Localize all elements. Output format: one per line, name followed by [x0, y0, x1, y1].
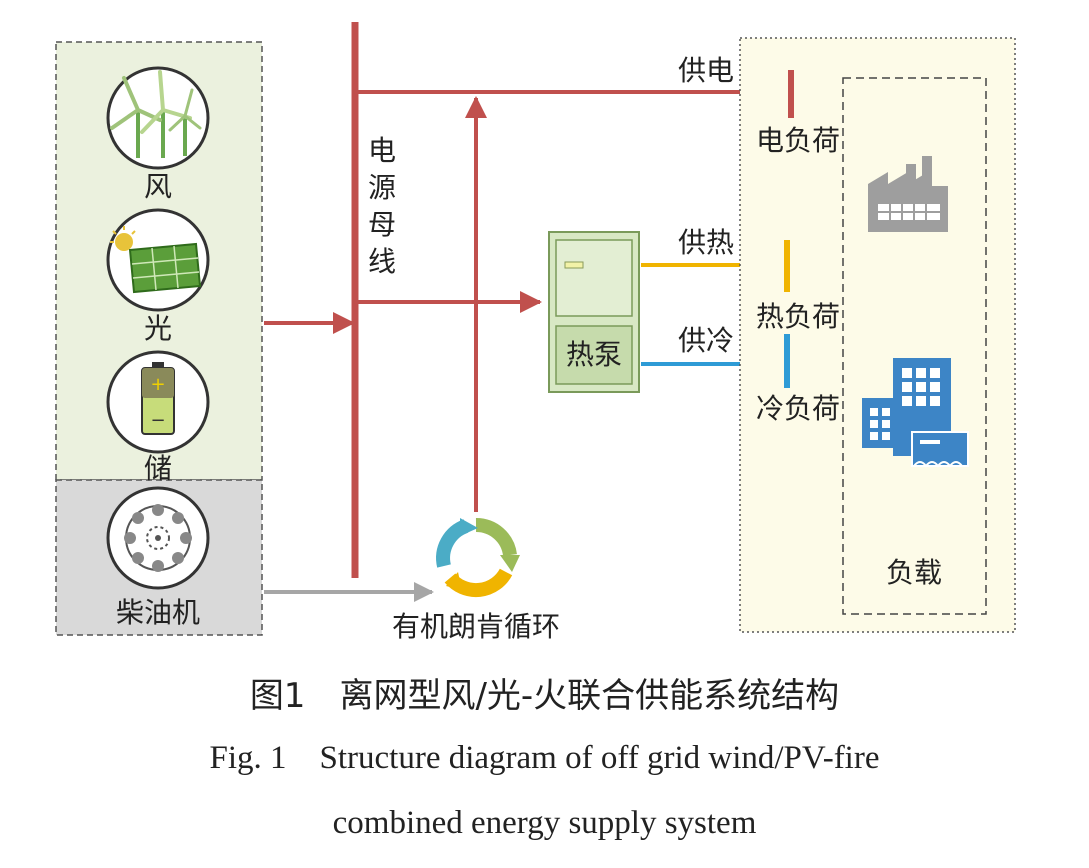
diesel-engine-icon — [106, 486, 210, 590]
wind-turbine-icon — [106, 66, 210, 170]
heat-supply-label: 供热 — [678, 226, 734, 259]
diesel-label: 柴油机 — [116, 596, 200, 629]
caption-figure-number: 图1 — [249, 676, 306, 716]
solar-panel-icon — [106, 208, 210, 312]
cold-load-label: 冷负荷 — [756, 392, 840, 425]
load-group-label: 负载 — [886, 556, 942, 589]
office-building-icon — [862, 358, 969, 468]
electric-load-label: 电负荷 — [756, 124, 840, 157]
orc-label: 有机朗肯循环 — [392, 610, 560, 643]
bus-label-char-3: 母 — [368, 208, 396, 241]
storage-label: 储 — [144, 452, 172, 485]
heat-pump-label: 热泵 — [566, 338, 622, 371]
cold-supply-label: 供冷 — [678, 324, 734, 357]
caption-chinese: 图1 离网型风/光-火联合供能系统结构 — [0, 668, 1089, 717]
bus-label-char-4: 线 — [368, 245, 396, 278]
caption-english-line-1: Fig. 1 Structure diagram of off grid win… — [209, 740, 880, 776]
orc-cycle-icon — [436, 517, 520, 598]
svg-text:−: − — [150, 410, 165, 431]
bus-label-char-2: 源 — [368, 171, 396, 204]
factory-icon — [868, 156, 948, 232]
caption-english-line-2: combined energy supply system — [332, 805, 757, 841]
caption-chinese-text: 离网型风/光-火联合供能系统结构 — [339, 676, 840, 716]
wind-label: 风 — [144, 170, 172, 203]
heat-load-label: 热负荷 — [756, 300, 840, 333]
heat-pump-unit — [548, 231, 640, 393]
power-supply-label: 供电 — [678, 54, 734, 87]
system-diagram: 风 光 + − 储 柴油机 电 源 母 — [55, 22, 1016, 643]
solar-label: 光 — [144, 312, 172, 345]
battery-icon: + − — [106, 350, 210, 454]
svg-text:+: + — [150, 374, 165, 395]
bus-label-char-1: 电 — [368, 134, 396, 167]
